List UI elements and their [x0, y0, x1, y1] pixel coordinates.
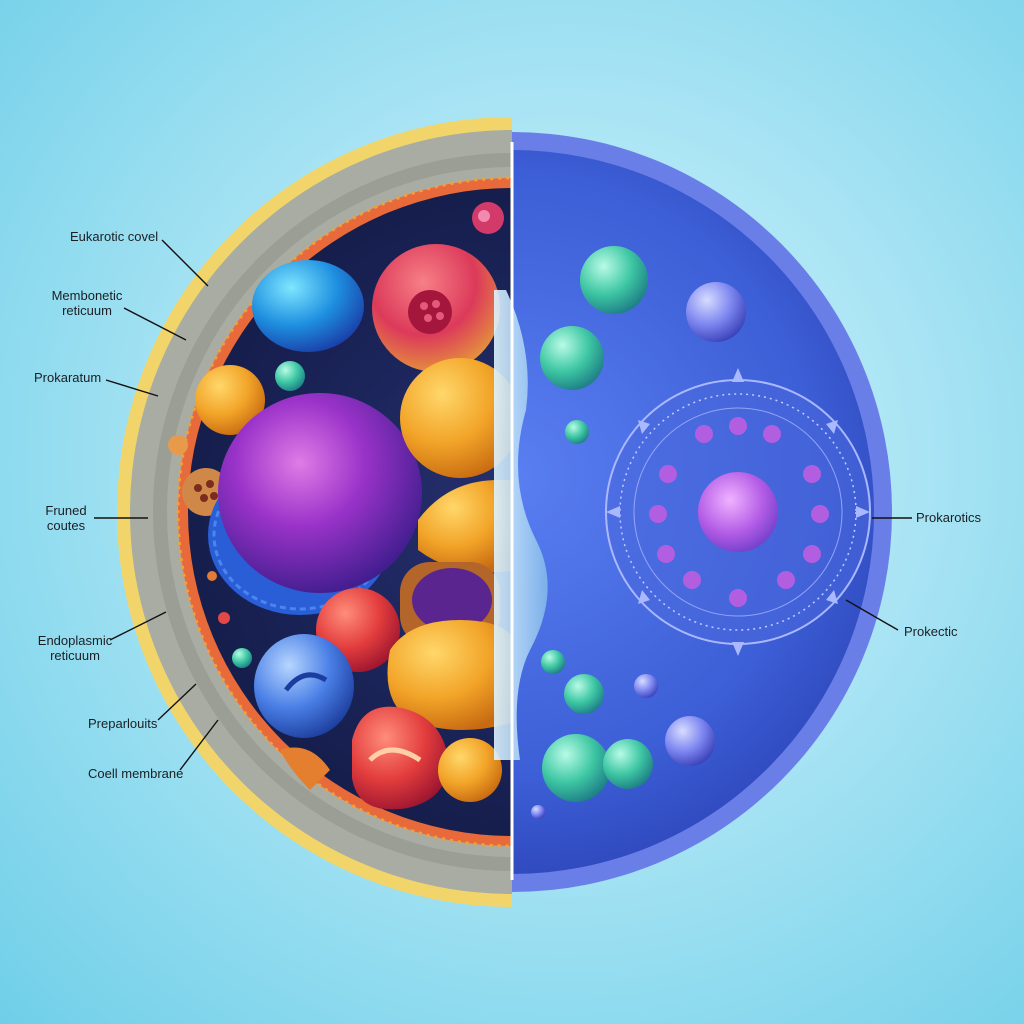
label-coell-membrane: Coell membrane — [88, 766, 183, 781]
label-fruned-coutes: Fruned coutes — [40, 503, 92, 533]
blue-vesicle — [254, 634, 354, 738]
orange-vesicle-4 — [438, 738, 502, 802]
organelle-core — [408, 290, 452, 334]
nucleus — [218, 393, 422, 593]
label-endoplasmic-reticulum: Endoplasmic reticuum — [30, 633, 120, 663]
label-line: reticuum — [44, 303, 130, 318]
label-line: Fruned — [40, 503, 92, 518]
small-orange-vesicle — [168, 435, 188, 455]
label-line: Endoplasmic — [30, 633, 120, 648]
label-line: reticuum — [30, 648, 120, 663]
label-prokarotics: Prokarotics — [916, 510, 981, 525]
label-eukarotic-covel: Eukarotic covel — [70, 229, 158, 244]
small-vesicle — [275, 361, 305, 391]
label-prokaratum: Prokaratum — [34, 370, 101, 385]
label-line: Membonetic — [44, 288, 130, 303]
label-preparlouits: Preparlouits — [88, 716, 157, 731]
prokaryote-nucleoid-center — [698, 472, 778, 552]
blue-organelle — [252, 260, 364, 352]
label-line: coutes — [40, 518, 92, 533]
label-membonetic-reticulum: Membonetic reticuum — [44, 288, 130, 318]
label-prokectic: Prokectic — [904, 624, 957, 639]
